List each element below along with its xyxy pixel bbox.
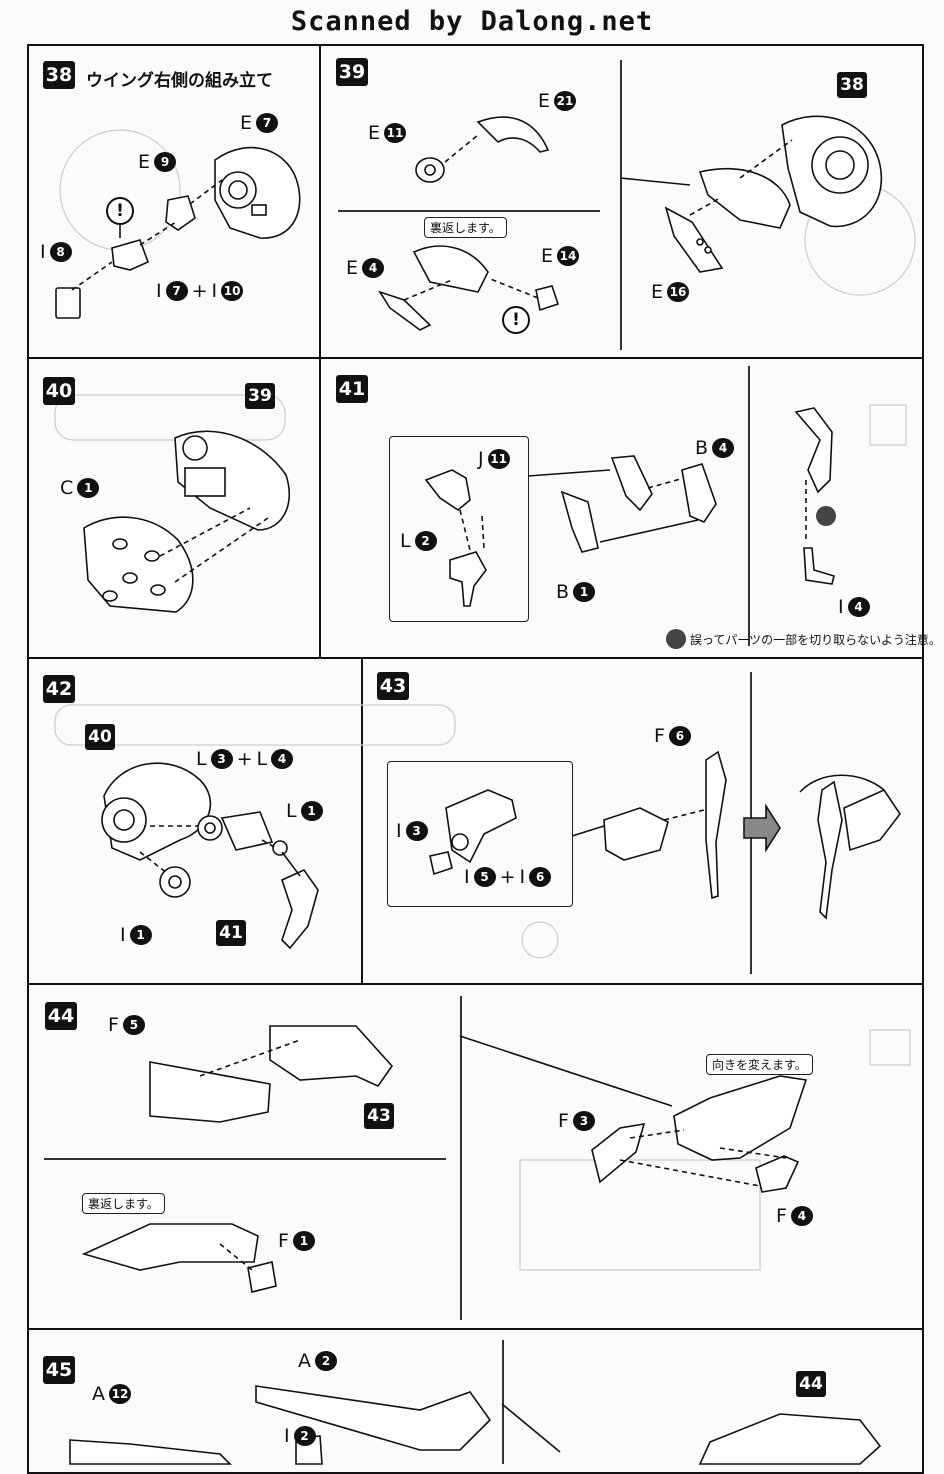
flip-over-note: 裏返します。	[82, 1193, 165, 1214]
scan-credit: Scanned by Dalong.net	[290, 6, 654, 37]
step-45-badge: 45	[43, 1356, 75, 1384]
step43-parts	[429, 750, 901, 920]
col-divider-2	[361, 657, 363, 985]
step-41-badge: 41	[336, 375, 368, 403]
step-40-badge: 40	[43, 377, 75, 405]
step40-parts	[83, 430, 291, 613]
ref-step-40: 40	[85, 724, 115, 750]
change-direction-note: 向きを変えます。	[706, 1054, 813, 1075]
step-43-badge: 43	[377, 672, 409, 700]
sub-divider-39a	[620, 60, 622, 350]
cut-caution-note: 誤ってパーツの一部を切り取らないよう注意。	[666, 629, 941, 649]
detail-inset-43	[387, 761, 573, 907]
step39-parts	[378, 115, 883, 331]
step-44-badge: 44	[45, 1002, 77, 1030]
sub-divider-44b	[44, 1158, 446, 1160]
row-divider-2	[27, 657, 924, 659]
step42-parts	[101, 762, 319, 950]
scan-header: Scanned by Dalong.net	[0, 0, 944, 44]
cut-caution-text: 誤ってパーツの一部を切り取らないよう注意。	[690, 632, 941, 647]
scissors-caution-icon	[666, 629, 686, 649]
ref-step-41: 41	[216, 920, 246, 946]
detail-inset-41	[389, 436, 529, 622]
ref-step-43: 43	[364, 1103, 394, 1129]
warning-icon: !	[502, 306, 530, 334]
sub-divider-44a	[460, 996, 462, 1320]
step41-parts	[424, 407, 835, 607]
sub-divider-41	[748, 366, 750, 646]
step44-parts	[81, 1025, 808, 1293]
row-divider-1	[27, 357, 924, 359]
step45-parts	[69, 1385, 882, 1465]
row-divider-3	[27, 983, 924, 985]
ref-step-39: 39	[245, 383, 275, 409]
step-39-badge: 39	[336, 58, 368, 86]
col-divider-1	[319, 44, 321, 659]
step-38-title: ウイング右側の組み立て	[86, 71, 273, 91]
ref-step-38: 38	[837, 72, 867, 98]
flip-over-note: 裏返します。	[424, 217, 507, 238]
scissors-caution-icon	[816, 506, 836, 526]
step38-parts	[55, 146, 301, 319]
warning-icon: !	[106, 197, 134, 225]
row-divider-4	[27, 1328, 924, 1330]
sub-divider-39b	[338, 210, 600, 212]
ref-step-44: 44	[796, 1371, 826, 1397]
step-42-badge: 42	[43, 675, 75, 703]
sub-divider-45	[502, 1340, 504, 1464]
step-38-badge: 38	[43, 61, 75, 89]
